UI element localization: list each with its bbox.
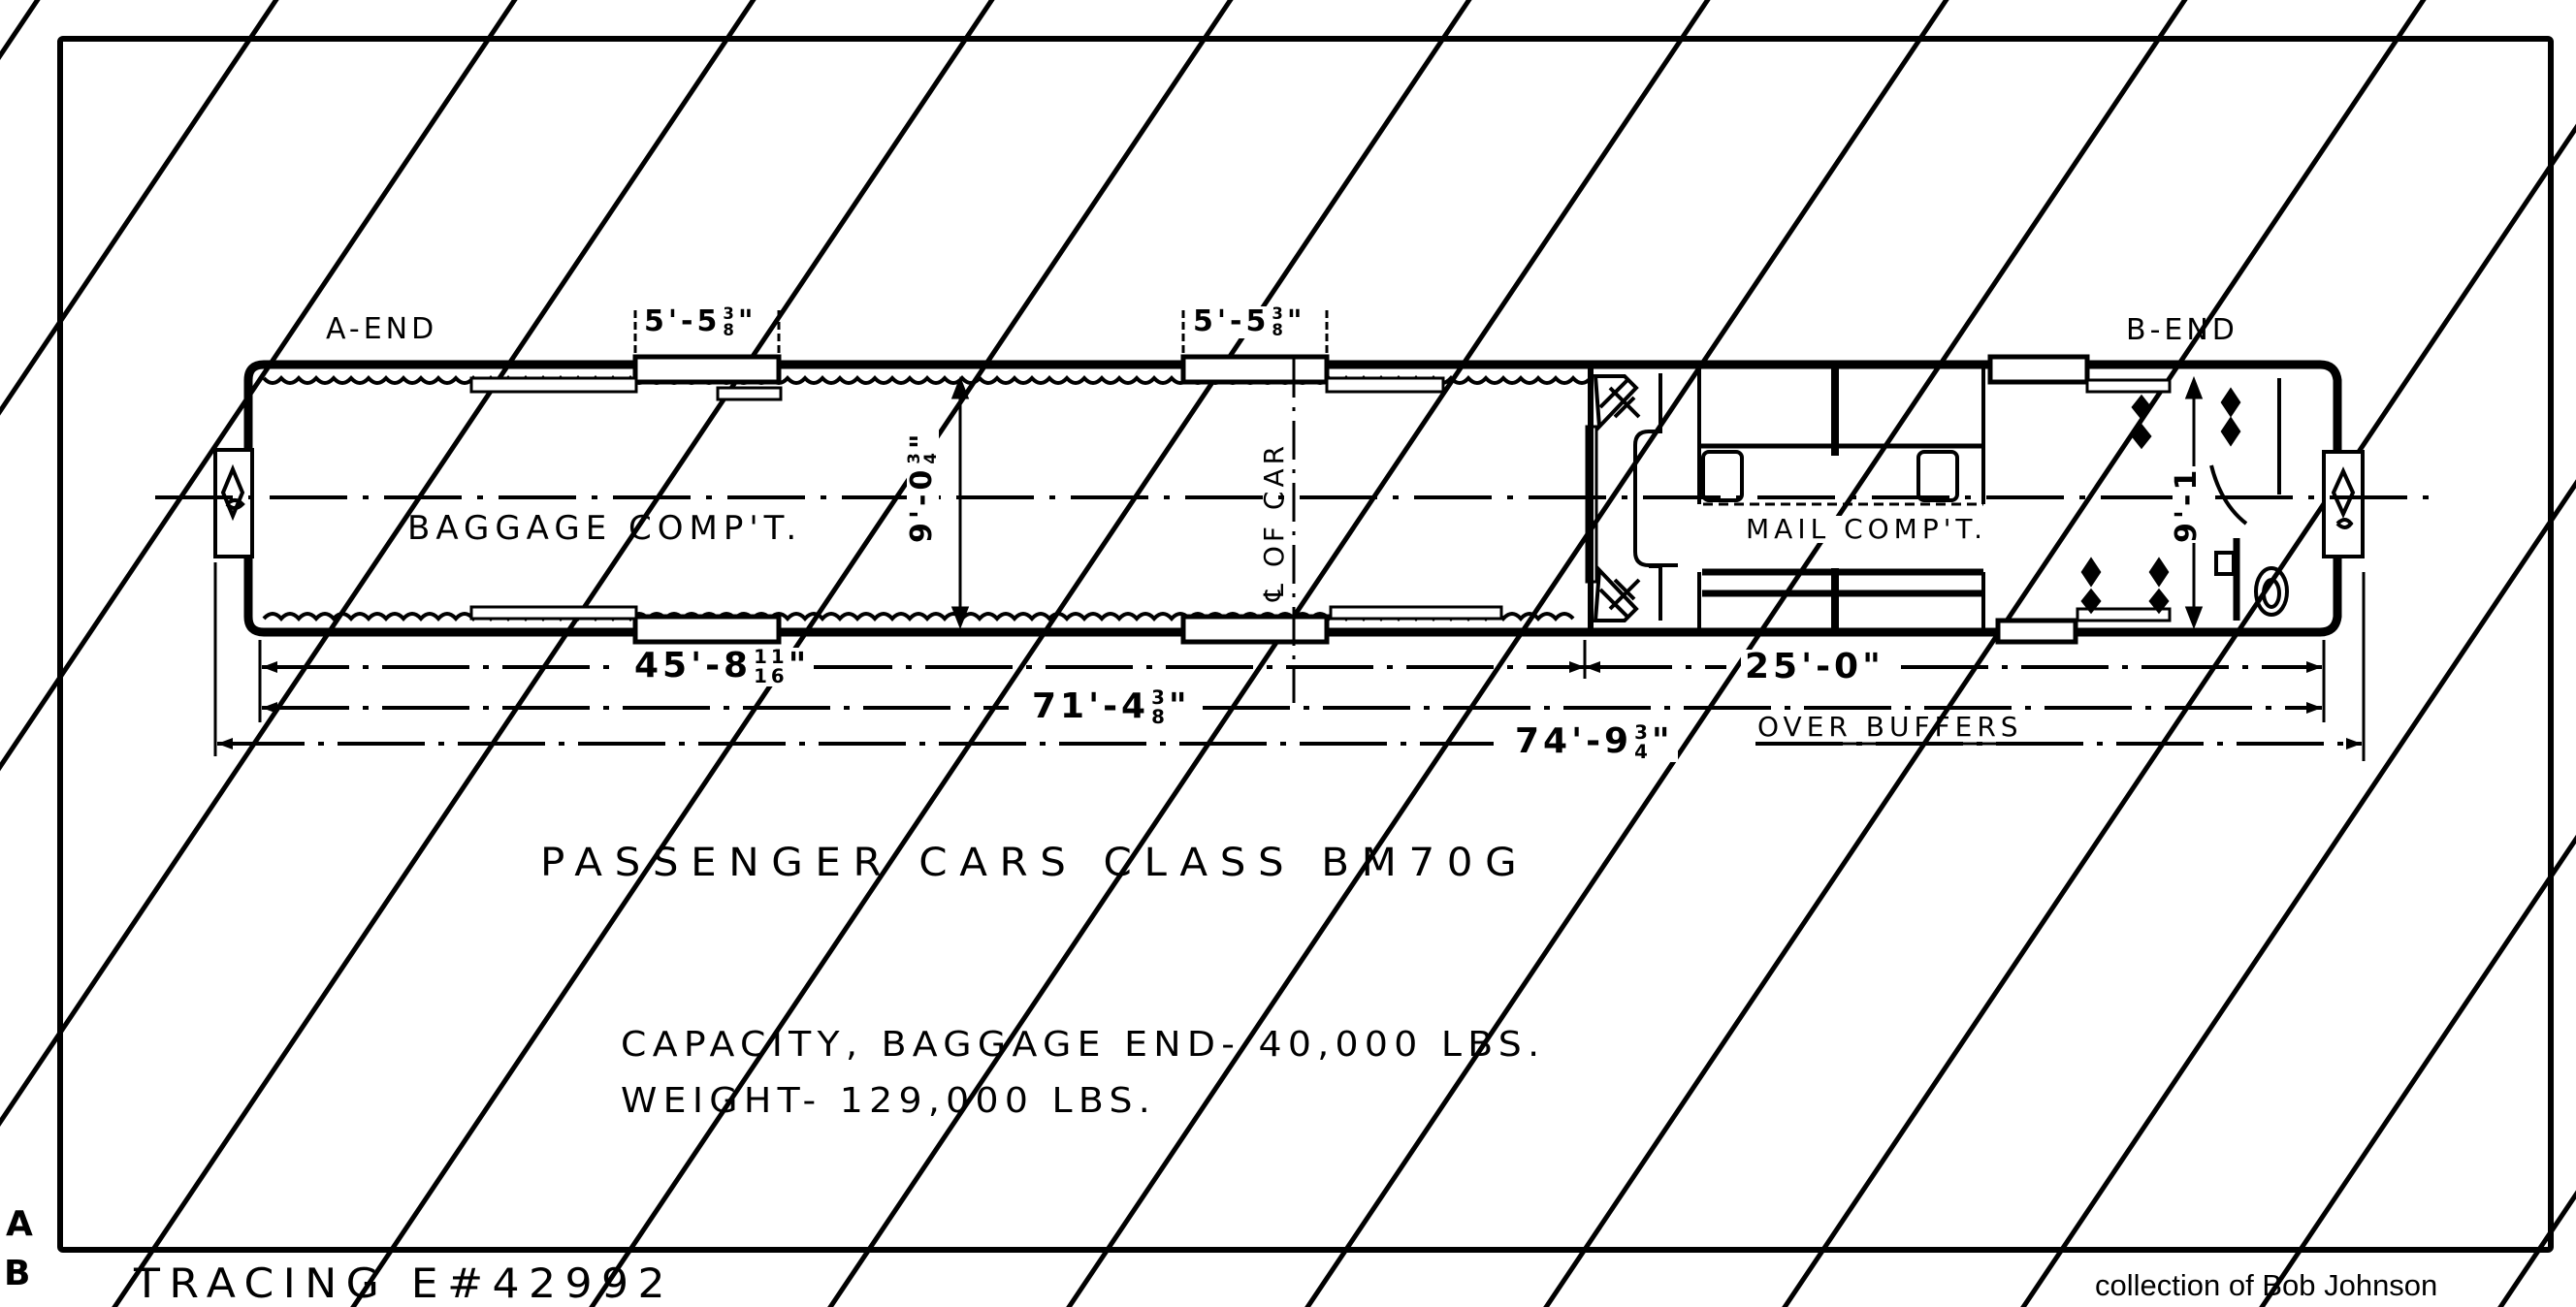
mail-length-dimension: 25'-0" [1741, 650, 1888, 685]
extension-lines [213, 562, 2366, 761]
over-buffers-label: OVER BUFFERS [1757, 711, 2023, 743]
capacity-note: CAPACITY, BAGGAGE END- 40,000 LBS. [621, 1025, 1546, 1065]
width-dimension-lines [950, 375, 2204, 630]
door-dimension-ticks [633, 310, 1329, 355]
sheet-border [57, 36, 2554, 1253]
collection-credit: collection of Bob Johnson [2095, 1268, 2438, 1302]
baggage-compartment-label: BAGGAGE COMP'T. [407, 509, 803, 548]
side-doors [469, 354, 2172, 645]
mail-compartment-label: MAIL COMP'T. [1746, 513, 1988, 545]
centerline-of-car-label: ℄ OF CAR [1258, 441, 1290, 601]
margin-mark-a: A [6, 1204, 37, 1244]
buffers [213, 448, 2365, 558]
b-end-label: B-END [2126, 313, 2238, 347]
dimension-arrowheads [217, 661, 2362, 749]
drawing-title: PASSENGER CARS CLASS BM70G [540, 841, 1530, 885]
mail-inside-width-label: 9'-1 [2170, 465, 2204, 543]
door-width-value: 5'-5 [1193, 304, 1271, 338]
tracing-number: TRACING E#42992 [134, 1259, 675, 1307]
mail-compartment-interior [1585, 368, 2289, 630]
door-width-value: 5'-5 [644, 304, 722, 338]
weight-note: WEIGHT- 129,000 LBS. [621, 1081, 1157, 1121]
margin-mark-b: B [4, 1254, 35, 1293]
a-end-label: A-END [326, 312, 438, 346]
